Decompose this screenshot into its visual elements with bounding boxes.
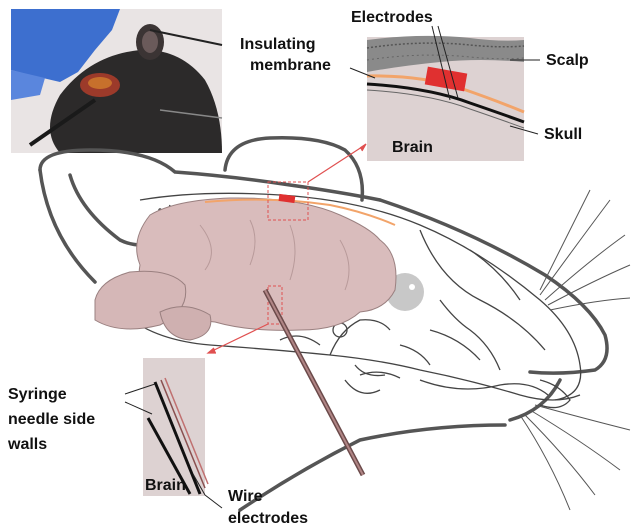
label-brain-top: Brain [392,138,433,157]
whiskers [520,190,630,510]
label-insulating-membrane-2: membrane [250,56,331,75]
mouse-photo [11,9,222,153]
label-insulating-membrane-1: Insulating [240,35,316,54]
label-skull: Skull [544,125,582,144]
label-syringe-3: walls [8,435,47,454]
jaw-outline [345,380,548,395]
brain [95,198,396,340]
label-syringe-1: Syringe [8,385,67,404]
scalp-skull-inset [367,26,524,161]
label-wire-1: Wire [228,487,263,506]
label-scalp: Scalp [546,51,589,70]
label-brain-bottom: Brain [145,476,186,495]
label-syringe-2: needle side [8,410,95,429]
label-wire-2: electrodes [228,509,308,528]
label-electrodes: Electrodes [351,8,433,27]
